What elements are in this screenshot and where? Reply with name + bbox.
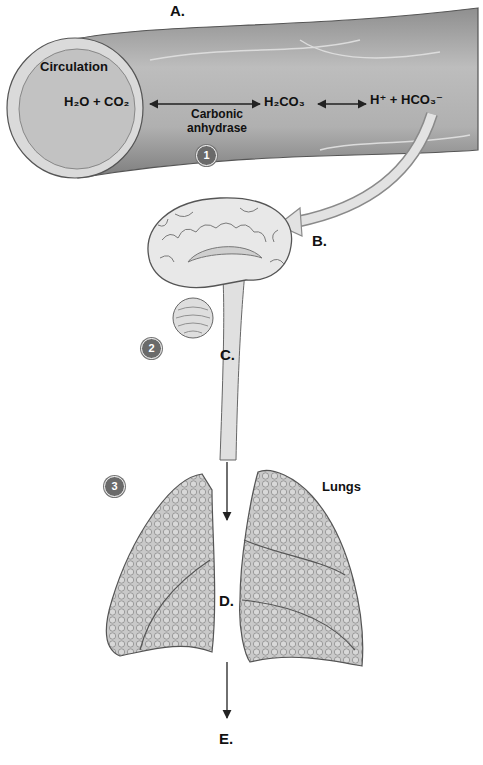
enzyme-label: Carbonic anhydrase	[172, 108, 262, 136]
formula: H₂CO₃	[264, 95, 305, 110]
curved-arrow	[278, 114, 432, 236]
label-text: B.	[312, 232, 327, 249]
lungs	[106, 470, 362, 666]
part-letter: C.	[220, 346, 235, 363]
part-letter: B.	[312, 232, 327, 249]
brain	[148, 198, 291, 460]
callout-number: 2	[141, 338, 162, 359]
organ-label: Lungs	[322, 480, 361, 495]
part-letter: E.	[219, 730, 233, 747]
part-letter: A.	[170, 2, 185, 19]
label-text: H₂O + CO₂	[64, 94, 129, 109]
label-text: D.	[219, 592, 234, 609]
label-text: H⁺ + HCO₃⁻	[370, 92, 443, 107]
label-text: E.	[219, 730, 233, 747]
label-text: C.	[220, 346, 235, 363]
label-text: 2	[148, 342, 154, 354]
label-text: Carbonic anhydrase	[187, 107, 247, 135]
formula: H⁺ + HCO₃⁻	[370, 93, 443, 108]
region-label: Circulation	[40, 60, 108, 75]
label-text: A.	[170, 2, 185, 19]
formula: H₂O + CO₂	[64, 95, 129, 110]
callout-number: 3	[104, 476, 125, 497]
part-letter: D.	[219, 592, 234, 609]
label-text: 1	[203, 149, 209, 161]
label-text: Circulation	[40, 59, 108, 74]
label-text: Lungs	[322, 479, 361, 494]
descending-arrow	[226, 462, 227, 520]
output-arrow	[226, 662, 227, 718]
label-text: 3	[111, 480, 117, 492]
label-text: H₂CO₃	[264, 94, 305, 109]
callout-number: 1	[196, 145, 217, 166]
